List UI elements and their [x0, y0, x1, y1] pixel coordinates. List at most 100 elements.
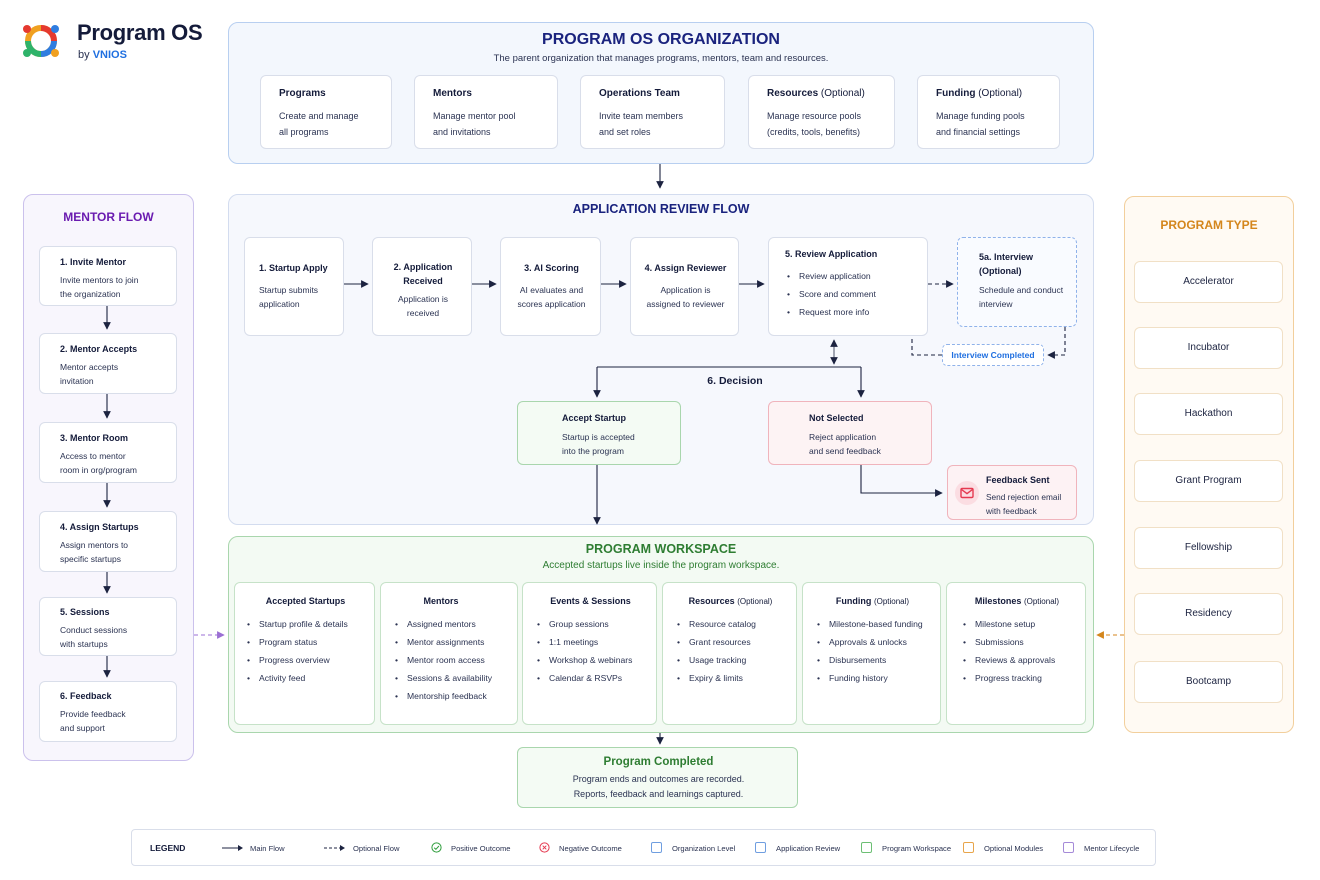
- legend-optional-flow: Optional Flow: [353, 844, 400, 853]
- list-item: Progress overview: [247, 651, 348, 669]
- interview-completed-badge: Interview Completed: [942, 344, 1044, 366]
- list-item: Mentor assignments: [395, 633, 492, 651]
- program-completed-title: Program Completed: [603, 756, 714, 768]
- brand-name: Program OS: [77, 20, 203, 45]
- workspace-col-list: Group sessions 1:1 meetings Workshop & w…: [537, 615, 632, 687]
- brand-byline: by VNIOS: [78, 49, 127, 61]
- program-type-fellowship[interactable]: Fellowship: [1134, 527, 1283, 569]
- program-type-accelerator[interactable]: Accelerator: [1134, 261, 1283, 303]
- review-step-title: 4. Assign Reviewer: [644, 263, 727, 273]
- list-item: Request more info: [787, 303, 876, 321]
- legend: [131, 829, 1156, 866]
- list-item: Submissions: [963, 633, 1055, 651]
- program-type-incubator[interactable]: Incubator: [1134, 327, 1283, 369]
- workspace-col-mentors[interactable]: Mentors Assigned mentors Mentor assignme…: [380, 582, 518, 725]
- review-step-title: 5a. Interview(Optional): [979, 252, 1034, 276]
- workspace-col-title: Accepted Startups: [265, 596, 346, 606]
- org-card-title: Funding (Optional): [936, 88, 1023, 99]
- workspace-col-events-sessions[interactable]: Events & Sessions Group sessions 1:1 mee…: [522, 582, 657, 725]
- mentor-step-title: 3. Mentor Room: [60, 433, 129, 443]
- mentor-step-title: 5. Sessions: [60, 607, 110, 617]
- workspace-col-list: Milestone-based funding Approvals & unlo…: [817, 615, 923, 687]
- list-item: Mentor room access: [395, 651, 492, 669]
- workspace-col-resources[interactable]: Resources (Optional) Resource catalog Gr…: [662, 582, 797, 725]
- brand-logo: [20, 20, 62, 62]
- mentor-step-title: 6. Feedback: [60, 691, 112, 701]
- program-type-residency[interactable]: Residency: [1134, 593, 1283, 635]
- workspace-col-accepted-startups[interactable]: Accepted Startups Startup profile & deta…: [234, 582, 375, 725]
- org-card-resources[interactable]: Resources (Optional) Manage resource poo…: [748, 75, 895, 149]
- list-item: Reviews & approvals: [963, 651, 1055, 669]
- program-completed[interactable]: Program Completed Program ends and outco…: [517, 747, 798, 808]
- organization-level-swatch: [651, 842, 662, 853]
- legend-positive-outcome: Positive Outcome: [451, 844, 511, 853]
- list-item: Milestone-based funding: [817, 615, 923, 633]
- org-card-title: Resources (Optional): [767, 88, 865, 99]
- list-item: Program status: [247, 633, 348, 651]
- legend-mentor-lifecycle: Mentor Lifecycle: [1084, 844, 1140, 853]
- list-item: Grant resources: [677, 633, 756, 651]
- list-item: Approvals & unlocks: [817, 633, 923, 651]
- brand-company: VNIOS: [92, 49, 127, 61]
- program-type-grant-program[interactable]: Grant Program: [1134, 460, 1283, 502]
- workspace-title: PROGRAM WORKSPACE: [585, 542, 737, 556]
- review-step-review-application[interactable]: 5. Review Application Review application…: [768, 237, 928, 336]
- mentor-step-title: 1. Invite Mentor: [60, 257, 127, 267]
- list-item: Group sessions: [537, 615, 632, 633]
- main-flow-icon: [222, 845, 243, 851]
- workspace-col-title: Funding (Optional): [835, 596, 910, 606]
- list-item: Sessions & availability: [395, 669, 492, 687]
- program-type-bootcamp[interactable]: Bootcamp: [1134, 661, 1283, 703]
- list-item: Workshop & webinars: [537, 651, 632, 669]
- positive-outcome-icon: [431, 842, 442, 853]
- list-item: Usage tracking: [677, 651, 756, 669]
- review-step-list: Review application Score and comment Req…: [787, 267, 876, 321]
- list-item: 1:1 meetings: [537, 633, 632, 651]
- legend-organization-level: Organization Level: [672, 844, 736, 853]
- program-type-hackathon[interactable]: Hackathon: [1134, 393, 1283, 435]
- review-step-interview[interactable]: 5a. Interview(Optional) Schedule and con…: [957, 237, 1077, 327]
- list-item: Expiry & limits: [677, 669, 756, 687]
- workspace-col-funding[interactable]: Funding (Optional) Milestone-based fundi…: [802, 582, 941, 725]
- list-item: Resource catalog: [677, 615, 756, 633]
- list-item: Activity feed: [247, 669, 348, 687]
- mentor-flow-title: MENTOR FLOW: [63, 210, 154, 224]
- workspace-col-milestones[interactable]: Milestones (Optional) Milestone setup Su…: [946, 582, 1086, 725]
- decision-title: Not Selected: [809, 413, 864, 423]
- list-item: Funding history: [817, 669, 923, 687]
- program-workspace-swatch: [861, 842, 872, 853]
- review-title: APPLICATION REVIEW FLOW: [572, 202, 750, 216]
- org-card-desc: Manage resource pools(credits, tools, be…: [767, 111, 862, 137]
- application-review-swatch: [755, 842, 766, 853]
